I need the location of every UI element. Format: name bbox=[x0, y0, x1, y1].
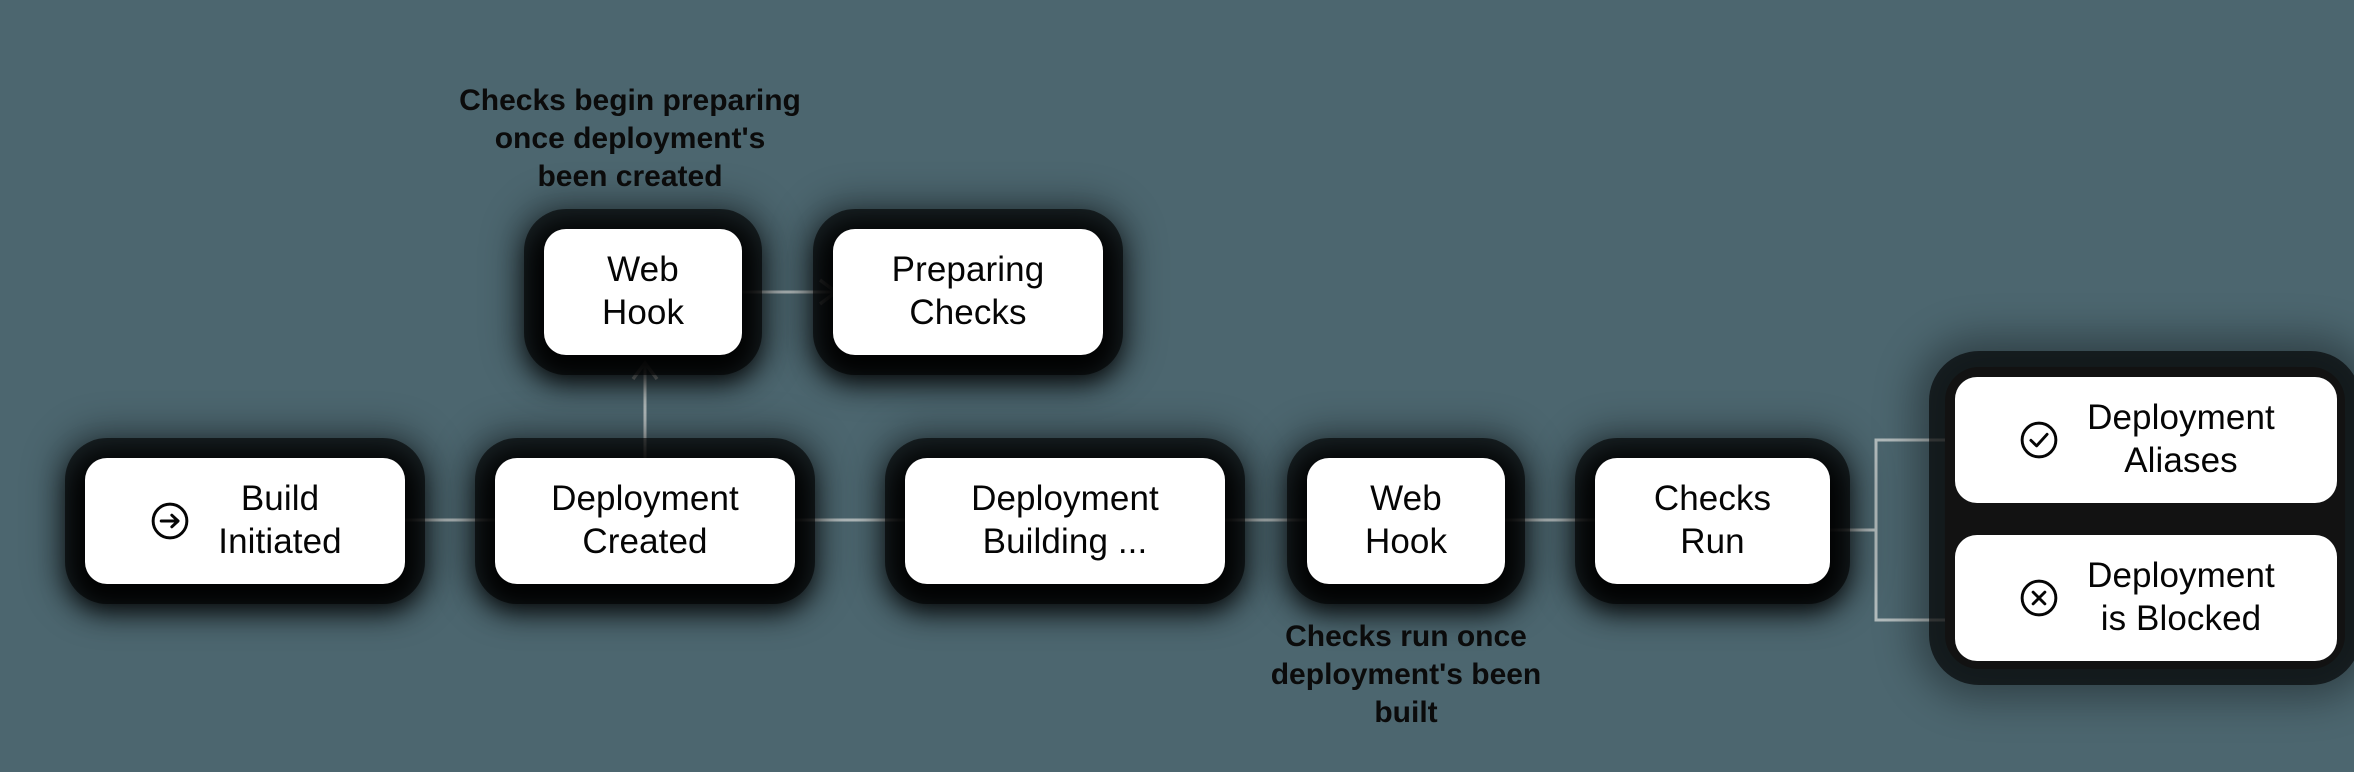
node-web-hook-created[interactable]: Web Hook bbox=[544, 229, 742, 355]
caption-checks-prepare: Checks begin preparing once deployment's… bbox=[459, 84, 801, 193]
node-deployment-created[interactable]: Deployment Created bbox=[495, 458, 795, 584]
node-label: Preparing Checks bbox=[891, 250, 1045, 332]
caption-checks-run: Checks run once deployment's been built bbox=[1270, 620, 1542, 729]
node-deployment-building[interactable]: Deployment Building ... bbox=[905, 458, 1225, 584]
node-content: Preparing Checks bbox=[882, 249, 1055, 334]
node-label: Deployment Building ... bbox=[971, 479, 1159, 561]
node-label: Web Hook bbox=[601, 250, 685, 332]
node-checks-run[interactable]: Checks Run bbox=[1595, 458, 1830, 584]
node-deployment-blocked[interactable]: Deployment is Blocked bbox=[1955, 535, 2337, 661]
node-content: Web Hook bbox=[1355, 478, 1457, 563]
node-label: Checks Run bbox=[1653, 479, 1772, 561]
x-circle-icon bbox=[2020, 579, 2058, 617]
node-preparing-checks[interactable]: Preparing Checks bbox=[833, 229, 1103, 355]
node-content: Deployment Aliases bbox=[2007, 397, 2285, 482]
node-content: Build Initiated bbox=[138, 478, 352, 563]
arrow-right-circle-icon bbox=[151, 502, 189, 540]
node-web-hook-build[interactable]: Web Hook bbox=[1307, 458, 1505, 584]
node-label: Deployment Created bbox=[551, 479, 739, 561]
node-label: Deployment Aliases bbox=[2087, 398, 2275, 480]
check-circle-icon bbox=[2020, 421, 2058, 459]
node-content: Deployment is Blocked bbox=[2007, 555, 2285, 640]
node-label: Build Initiated bbox=[218, 479, 342, 561]
node-label: Deployment is Blocked bbox=[2087, 556, 2275, 638]
connector-created-to-webhook bbox=[631, 360, 659, 465]
node-deployment-aliases[interactable]: Deployment Aliases bbox=[1955, 377, 2337, 503]
node-content: Deployment Building ... bbox=[961, 478, 1169, 563]
node-content: Deployment Created bbox=[541, 478, 749, 563]
node-label: Web Hook bbox=[1364, 479, 1448, 561]
node-content: Web Hook bbox=[592, 249, 694, 334]
node-build-initiated[interactable]: Build Initiated bbox=[85, 458, 405, 584]
node-content: Checks Run bbox=[1644, 478, 1781, 563]
